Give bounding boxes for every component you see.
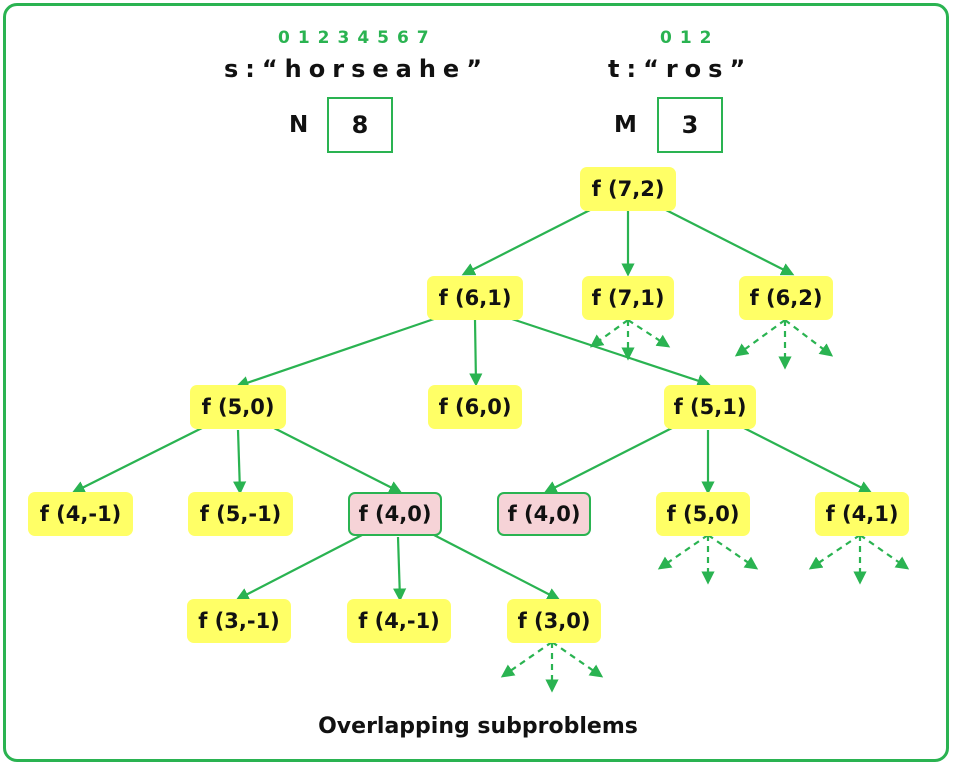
edge-61-60 xyxy=(469,319,483,387)
edge-72-62 xyxy=(665,209,795,276)
node-f-5-0: f (5,0) xyxy=(656,492,750,536)
t-string-label: t:“ros” xyxy=(608,55,753,83)
node-f-4-neg1: f (4,-1) xyxy=(28,492,133,536)
node-f-3-neg1: f (3,-1) xyxy=(187,599,291,643)
node-f-4-neg1: f (4,-1) xyxy=(347,599,451,643)
node-f-4-0-overlap: f (4,0) xyxy=(497,492,591,536)
edge-61-50 xyxy=(235,317,435,389)
t-index-labels: 012 xyxy=(660,28,720,48)
node-f-5-neg1: f (5,-1) xyxy=(188,492,293,536)
edge-72-61 xyxy=(461,209,591,276)
m-label: M xyxy=(614,112,637,138)
node-f-6-1: f (6,1) xyxy=(427,276,523,320)
n-label: N xyxy=(289,112,309,138)
s-string-label: s:“horseahe” xyxy=(224,55,489,83)
m-value-box: 3 xyxy=(657,97,723,153)
edge-51-40 xyxy=(543,427,673,494)
node-f-7-1: f (7,1) xyxy=(582,276,674,320)
node-f-4-0-overlap: f (4,0) xyxy=(348,492,442,536)
diagram-caption: Overlapping subproblems xyxy=(318,714,638,739)
node-f-6-2: f (6,2) xyxy=(739,276,833,320)
node-f-4-1: f (4,1) xyxy=(815,492,909,536)
dashed-branches-62 xyxy=(734,319,834,370)
edge-40-4m1 xyxy=(393,536,407,602)
dashed-branches-41 xyxy=(808,534,910,585)
node-f-6-0: f (6,0) xyxy=(428,385,522,429)
edge-50-40 xyxy=(273,427,403,494)
diagram-frame xyxy=(3,3,949,762)
node-f-7-2: f (7,2) xyxy=(580,167,676,211)
dashed-branches-30 xyxy=(500,641,604,693)
dashed-branches-71 xyxy=(589,319,671,361)
edge-50-4m1 xyxy=(71,427,203,494)
node-f-5-0: f (5,0) xyxy=(190,385,286,429)
edge-51-41 xyxy=(743,427,873,494)
s-index-labels: 01234567 xyxy=(278,28,437,48)
n-value-box: 8 xyxy=(327,97,393,153)
dashed-branches-50b xyxy=(657,534,759,585)
edge-40-30 xyxy=(433,534,561,601)
edge-50-5m1 xyxy=(233,429,247,495)
edge-40-3m1 xyxy=(235,534,363,601)
edge-61-51 xyxy=(511,317,711,387)
node-f-5-1: f (5,1) xyxy=(664,385,756,429)
node-f-3-0: f (3,0) xyxy=(507,599,601,643)
